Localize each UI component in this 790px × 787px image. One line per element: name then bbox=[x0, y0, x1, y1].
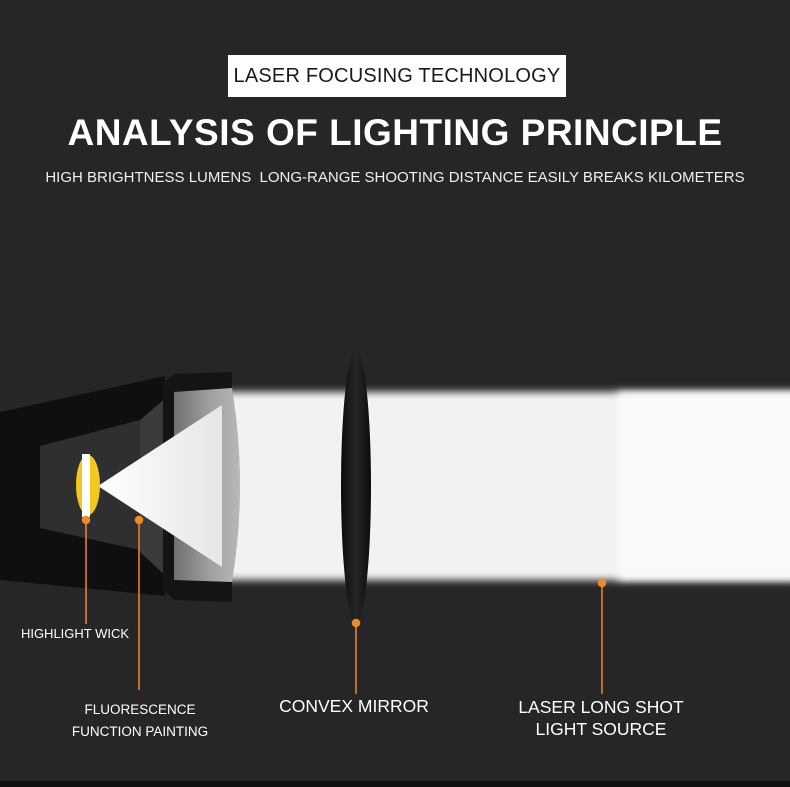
callout-dot-mirror bbox=[351, 618, 361, 628]
led-chip bbox=[82, 454, 90, 517]
label-highlight-wick: HIGHLIGHT WICK bbox=[20, 626, 130, 641]
bottom-divider bbox=[0, 781, 790, 787]
label-fluorescence-line1: FLUORESCENCE bbox=[84, 702, 196, 717]
convex-mirror bbox=[341, 350, 371, 622]
callout-dot-laser bbox=[597, 578, 607, 588]
label-laser-line1: LASER LONG SHOT bbox=[518, 697, 684, 717]
page-subtitle: HIGH BRIGHTNESS LUMENS LONG-RANGE SHOOTI… bbox=[45, 169, 745, 186]
label-fluorescence: FLUORESCENCE FUNCTION PAINTING bbox=[60, 699, 220, 743]
laser-beam-far bbox=[618, 392, 790, 580]
page-title: ANALYSIS OF LIGHTING PRINCIPLE bbox=[67, 112, 723, 153]
light-cone bbox=[98, 405, 222, 567]
label-convex-mirror: CONVEX MIRROR bbox=[279, 696, 429, 716]
label-laser-line2: LIGHT SOURCE bbox=[535, 719, 667, 739]
callout-dot-fluorescence bbox=[134, 515, 144, 525]
technology-tag: LASER FOCUSING TECHNOLOGY bbox=[228, 55, 566, 97]
callout-dot-wick bbox=[81, 515, 91, 525]
label-fluorescence-line2: FUNCTION PAINTING bbox=[71, 724, 209, 739]
label-laser-source: LASER LONG SHOT LIGHT SOURCE bbox=[500, 696, 702, 740]
